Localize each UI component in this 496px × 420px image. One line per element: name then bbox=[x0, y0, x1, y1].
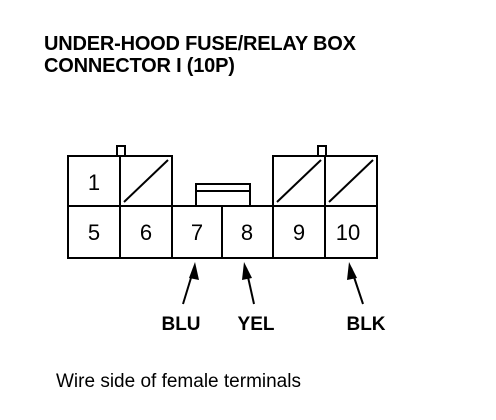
blk-arrowhead bbox=[347, 262, 357, 280]
wire-color-blu: BLU bbox=[161, 314, 200, 335]
terminal-label-8: 8 bbox=[241, 220, 253, 245]
terminal-label-9: 9 bbox=[293, 220, 305, 245]
title-line-2: CONNECTOR I (10P) bbox=[44, 55, 235, 77]
wire-color-yel: YEL bbox=[238, 314, 275, 335]
title-line-1: UNDER-HOOD FUSE/RELAY BOX bbox=[44, 33, 356, 55]
diagram-caption: Wire side of female terminals bbox=[56, 371, 301, 392]
terminal-label-7: 7 bbox=[191, 220, 203, 245]
diagram-title: UNDER-HOOD FUSE/RELAY BOX CONNECTOR I (1… bbox=[44, 33, 356, 77]
yel-arrowhead bbox=[242, 262, 252, 280]
right-locator-tab bbox=[317, 145, 327, 157]
unused-cavity-slash-1 bbox=[123, 159, 169, 203]
left-locator-tab bbox=[116, 145, 126, 157]
wire-color-blk: BLK bbox=[346, 314, 385, 335]
terminal-label-6: 6 bbox=[140, 220, 152, 245]
terminal-label-5: 5 bbox=[88, 220, 100, 245]
unused-cavity-slash-3 bbox=[328, 159, 374, 203]
terminal-label-1: 1 bbox=[88, 170, 100, 195]
blu-arrowhead bbox=[189, 262, 199, 280]
unused-cavity-slash-2 bbox=[276, 159, 322, 203]
terminal-label-10: 10 bbox=[336, 220, 360, 245]
connector-latch bbox=[195, 183, 251, 207]
